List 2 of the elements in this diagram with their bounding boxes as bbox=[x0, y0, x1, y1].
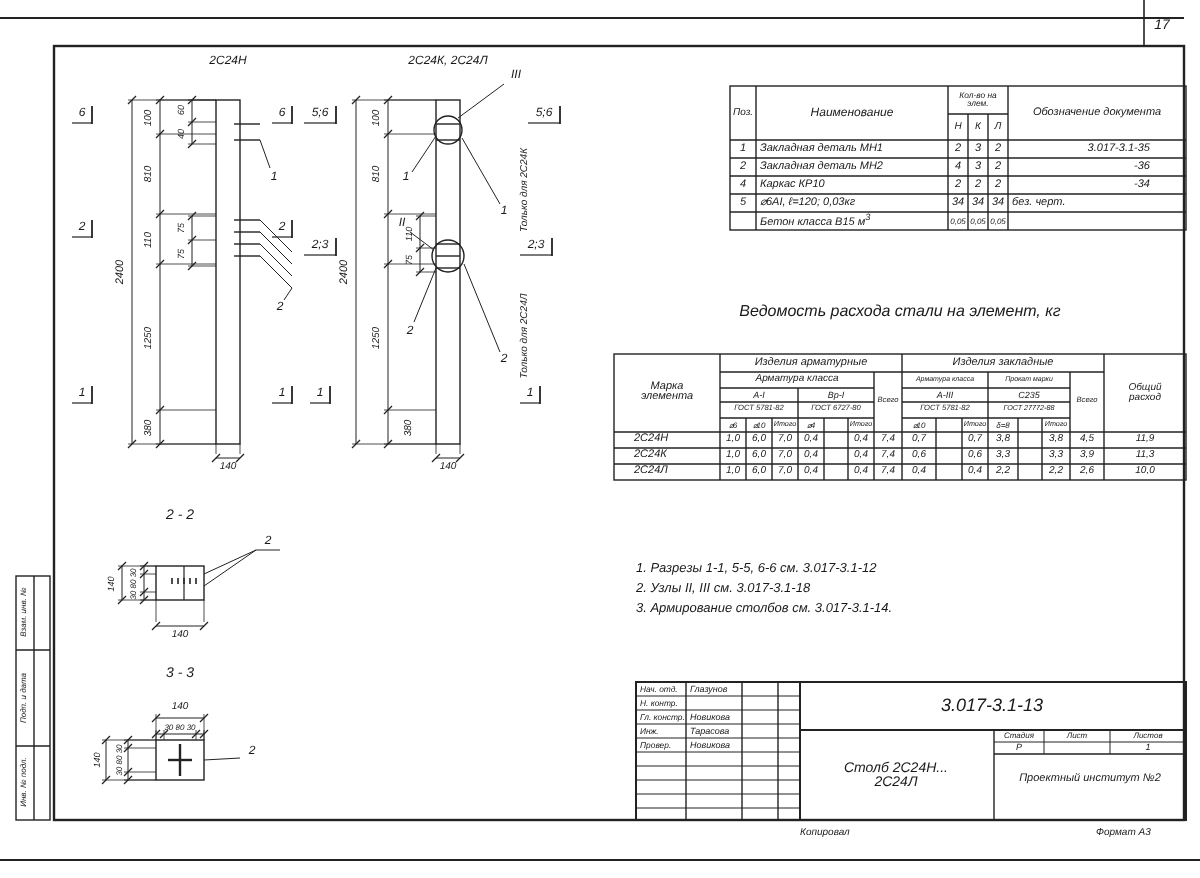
table-title: Ведомость расхода стали на элемент, кг bbox=[739, 304, 1061, 320]
drawing-number: 3.017-3.1-13 bbox=[940, 697, 1044, 715]
